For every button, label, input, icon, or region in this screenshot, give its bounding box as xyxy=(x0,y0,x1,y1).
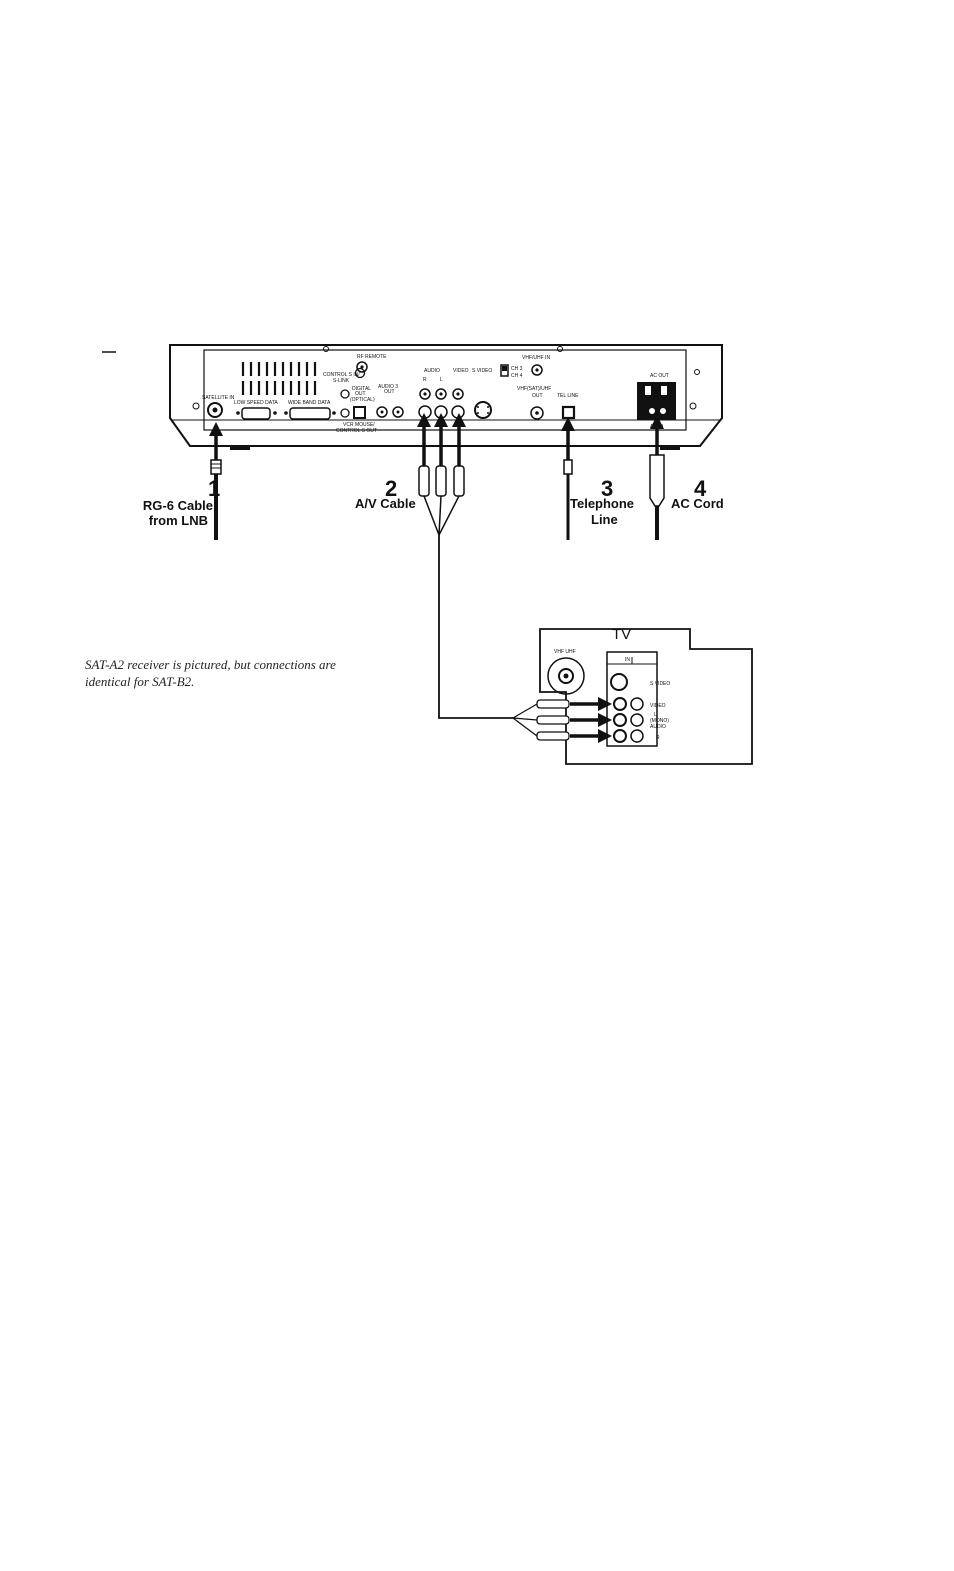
step-3-label-line2: Line xyxy=(591,512,618,527)
tv-label-mono: (MONO) xyxy=(650,718,669,724)
label-control-s-in: CONTROL S IN/ xyxy=(323,372,360,378)
rg6-cable xyxy=(209,422,223,540)
vhf-uhf-in-jack xyxy=(531,364,543,376)
label-rf-remote: RF REMOTE xyxy=(357,354,387,360)
digital-optical-port xyxy=(353,406,366,419)
wide-band-data-port xyxy=(289,407,331,420)
tv-label-vhf-uhf: VHF UHF xyxy=(554,649,576,655)
screw-icon xyxy=(192,402,200,410)
tv-label-video: VIDEO xyxy=(650,703,666,709)
step-3-number: 3 xyxy=(601,476,613,501)
label-wide-band-data: WIDE BAND DATA xyxy=(288,400,331,406)
label-satellite-in: SATELLITE IN xyxy=(202,395,235,401)
label-s-link: S-LINK xyxy=(333,378,350,384)
step-2-label: A/V Cable xyxy=(355,496,416,511)
label-s-video: S VIDEO xyxy=(472,368,492,374)
label-digital-out: DIGITAL xyxy=(352,386,371,392)
label-r: R xyxy=(423,377,427,383)
tv-label-r: R xyxy=(656,735,660,741)
telephone-line xyxy=(561,417,575,540)
tv-label-audio: AUDIO xyxy=(650,724,666,730)
label-audio3-out-2: OUT xyxy=(384,389,395,395)
label-vhf-sat-uhf: VHF(SAT)/UHF xyxy=(517,386,551,392)
tel-line-jack xyxy=(561,405,576,420)
label-vcr-mouse: VCR MOUSE/ xyxy=(343,422,375,428)
step-2-number: 2 xyxy=(385,476,397,501)
label-tel-line: TEL LINE xyxy=(557,393,579,399)
control-s-in-jack xyxy=(354,367,366,379)
audio-r-jack-top xyxy=(419,388,431,400)
ac-block xyxy=(637,382,676,420)
audio3-l-jack xyxy=(392,406,404,418)
label-audio3-out: AUDIO 3 xyxy=(378,384,398,390)
label-ac-out: AC OUT xyxy=(650,373,669,379)
screw-icon xyxy=(557,346,563,352)
s-video-output-jack xyxy=(474,401,492,419)
tv-title: TV xyxy=(612,626,631,643)
label-ch3: CH 3 xyxy=(511,366,523,372)
label-l: L xyxy=(440,377,443,383)
screw-icon xyxy=(323,346,329,352)
screw-icon xyxy=(689,402,697,410)
audio3-r-jack xyxy=(376,406,388,418)
tv-antenna-jack xyxy=(547,657,585,695)
av-cable-tv-end xyxy=(512,697,612,743)
ac-cord xyxy=(649,415,665,540)
tv-video-jack xyxy=(613,697,627,711)
step-4-number: 4 xyxy=(694,476,707,501)
tv-label-in: IN xyxy=(625,657,630,663)
receiver-rear-panel: RF REMOTE SATELLITE IN CONTROL S IN/ S-L… xyxy=(169,344,723,450)
label-rf-out: OUT xyxy=(532,393,543,399)
tv-rear-panel: TV VHF UHF IN S VIDEO VIDEO L (MONO) AUD… xyxy=(539,626,753,765)
label-optical: (OPTICAL) xyxy=(350,397,375,403)
label-digital-out-2: OUT xyxy=(355,391,366,397)
label-audio: AUDIO xyxy=(424,368,440,374)
label-video: VIDEO xyxy=(453,368,469,374)
vhf-sat-uhf-out-jack xyxy=(530,406,544,420)
tv-label-l: L xyxy=(654,712,657,718)
ventilation-slots xyxy=(241,362,317,395)
av-cable xyxy=(417,413,513,719)
step-1-label-line1: RG-6 Cable xyxy=(143,498,213,513)
label-low-speed-data: LOW SPEED DATA xyxy=(234,400,278,406)
vcr-mouse-jack xyxy=(340,408,350,418)
step-3-label-line1: Telephone xyxy=(570,496,634,511)
step-1-label-line2: from LNB xyxy=(149,513,208,528)
tv-label-s-video: S VIDEO xyxy=(650,681,670,687)
step-4-label: AC Cord xyxy=(671,496,724,511)
label-ch4: CH 4 xyxy=(511,373,523,379)
video-jack-top xyxy=(452,388,464,400)
label-control-s-out: CONTROL S OUT xyxy=(336,428,377,434)
rf-remote-jack xyxy=(356,361,368,373)
tv-audio-l-jack xyxy=(613,713,627,727)
satellite-in-jack xyxy=(207,402,223,418)
low-speed-data-port xyxy=(241,407,271,420)
tv-audio-r-jack xyxy=(613,729,627,743)
tv-s-video-jack xyxy=(610,673,628,691)
screw-icon xyxy=(694,369,700,375)
step-1-number: 1 xyxy=(208,476,220,501)
audio-l-jack-top xyxy=(435,388,447,400)
label-vhf-uhf-in: VHF/UHF IN xyxy=(522,355,550,361)
diagram-caption: SAT-A2 receiver is pictured, but connect… xyxy=(85,657,336,689)
